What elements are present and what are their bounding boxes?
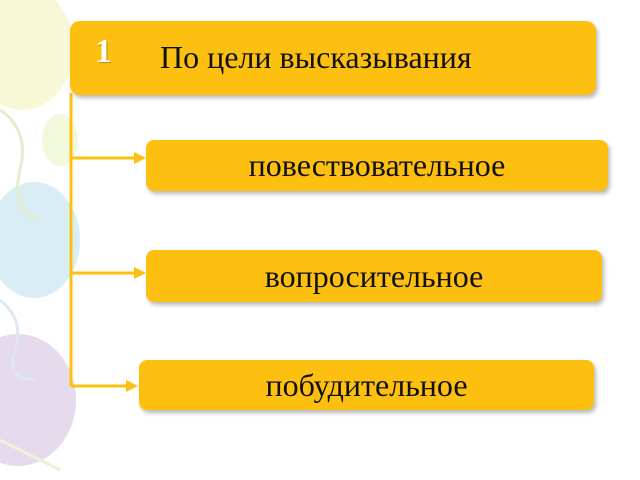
streamer-icon (0, 108, 41, 222)
balloon-blue-icon (0, 182, 80, 298)
item-label: побудительное (265, 366, 468, 403)
balloon-green-icon (42, 114, 78, 166)
header-title: По цели высказывания (160, 39, 472, 75)
streamer-icon (0, 298, 36, 382)
item-box-imperative: побудительное (139, 360, 594, 410)
header-number: 1 (95, 33, 112, 70)
balloon-yellow-icon (0, 0, 74, 110)
balloon-purple-icon (0, 334, 76, 466)
item-label: вопросительное (264, 257, 484, 294)
streamer-icon (0, 438, 61, 472)
header-box: 1 По цели высказывания (70, 21, 596, 95)
item-box-interrogative: вопросительное (146, 250, 602, 302)
item-label: повествовательное (248, 147, 506, 183)
item-box-declarative: повествовательное (146, 140, 608, 191)
